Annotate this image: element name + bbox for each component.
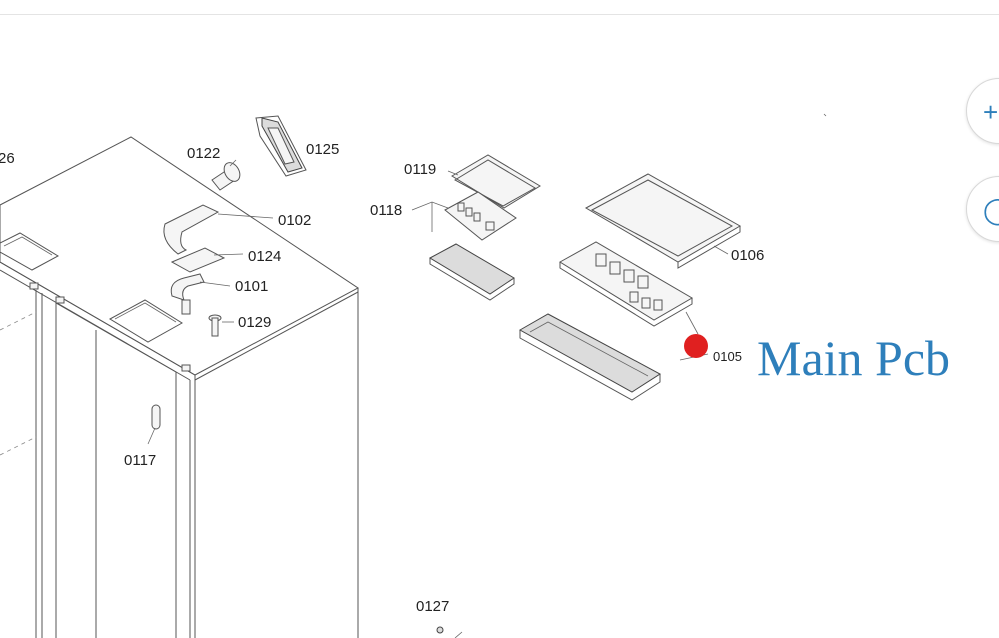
part-label-0119: 0119 [404, 161, 436, 178]
part-0127 [436, 626, 463, 638]
top-divider [0, 14, 999, 15]
part-0124 [170, 247, 244, 273]
part-0106 [584, 173, 742, 269]
part-label-0126: 26 [0, 150, 15, 167]
part-label-0127: 0127 [416, 598, 449, 615]
part-label-0102: 0102 [278, 212, 311, 229]
part-0105 [518, 313, 709, 401]
part-label-0125: 0125 [306, 141, 339, 158]
part-label-0106: 0106 [731, 247, 764, 264]
part-label-0122: 0122 [187, 145, 220, 162]
part-label-0129: 0129 [238, 314, 271, 331]
main-pcb-board [559, 241, 699, 335]
part-label-0117: 0117 [124, 452, 156, 469]
part-label-0124: 0124 [248, 248, 281, 265]
circle-icon: ◯ [983, 195, 999, 225]
part-0129 [208, 314, 234, 337]
part-label-0118: 0118 [370, 202, 402, 219]
refrigerator-cabinet [0, 136, 359, 638]
part-0117-shape [151, 404, 161, 430]
part-label-0101: 0101 [235, 278, 268, 295]
part-0119 [447, 154, 541, 209]
part-0122 [211, 159, 241, 191]
part-0118 [411, 191, 517, 301]
part-0125 [255, 115, 307, 177]
part-0101 [170, 273, 231, 315]
part-label-0105: 0105 [713, 349, 742, 364]
part-0102 [163, 204, 274, 255]
main-pcb-marker [684, 334, 708, 358]
main-pcb-annotation: Main Pcb [757, 330, 951, 386]
plus-icon: + [983, 97, 999, 127]
